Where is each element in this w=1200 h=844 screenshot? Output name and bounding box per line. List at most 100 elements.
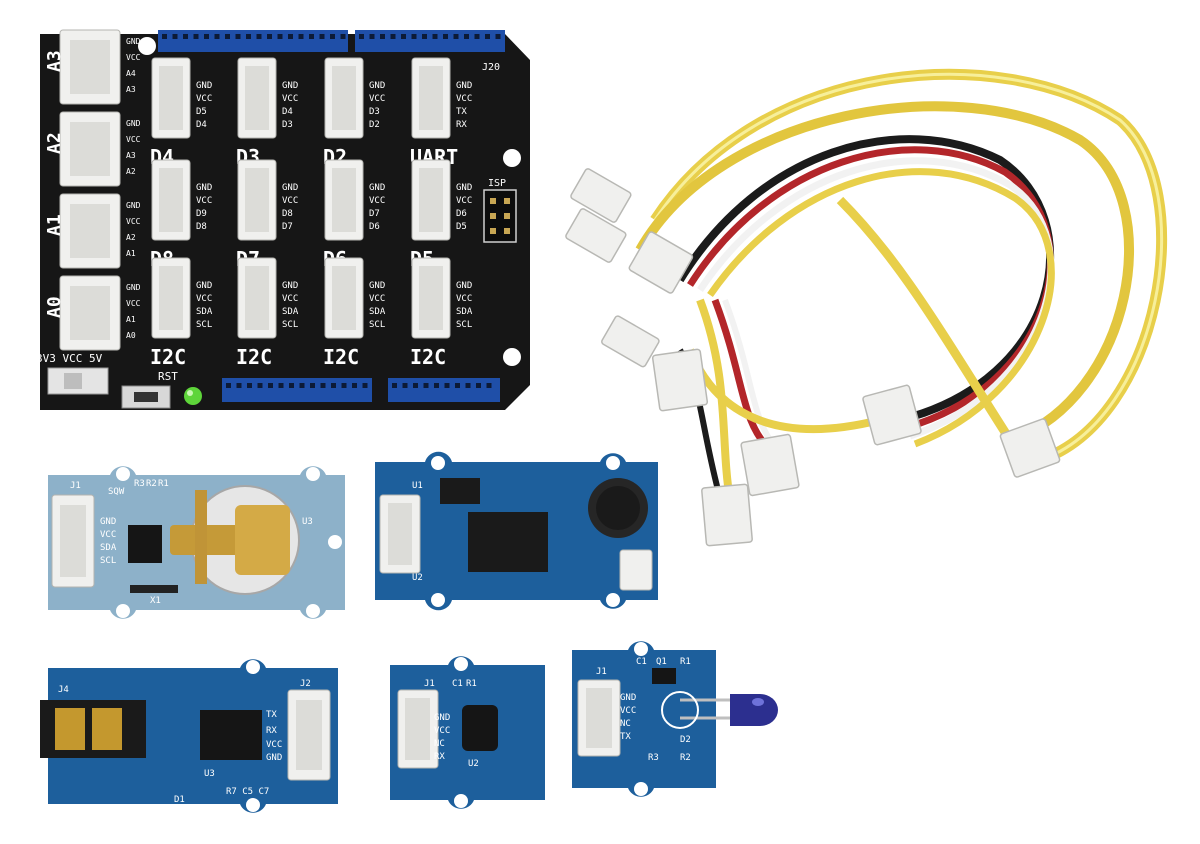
power-switch-label: 3V3 VCC 5V bbox=[36, 352, 103, 365]
header-pin bbox=[288, 34, 293, 39]
rtc-label: VCC bbox=[100, 530, 116, 540]
pin-label: A2 bbox=[126, 233, 136, 242]
header-pin bbox=[485, 34, 490, 39]
pin-label: D6 bbox=[369, 222, 380, 232]
header-pin bbox=[423, 383, 429, 388]
header-pin bbox=[289, 383, 294, 388]
port-d5: D5GNDVCCD6D5 bbox=[410, 159, 472, 271]
header-pin bbox=[225, 34, 230, 39]
port-name: I2C bbox=[410, 345, 446, 369]
ir-emitter-label: GND bbox=[620, 693, 636, 703]
ir-receiver-label: R1 bbox=[466, 679, 477, 689]
pin-label: SCL bbox=[196, 320, 212, 330]
header-pin bbox=[309, 34, 314, 39]
rtc-label: GND bbox=[100, 517, 116, 527]
isp-header bbox=[483, 189, 517, 243]
audio-label: TX bbox=[266, 710, 277, 720]
pin-label: D6 bbox=[456, 209, 467, 219]
header-pin bbox=[402, 383, 408, 388]
audio-label: J4 bbox=[58, 685, 69, 695]
pin-label: GND bbox=[456, 81, 472, 91]
ir-emitter-label: J1 bbox=[596, 667, 607, 677]
grove-socket-inner bbox=[70, 286, 110, 340]
rtc-label: SDA bbox=[100, 543, 117, 553]
ir-receiver-label: J1 bbox=[424, 679, 435, 689]
header-pin bbox=[247, 383, 252, 388]
ir-receiver-label: VCC bbox=[434, 726, 450, 736]
grove-socket-inner bbox=[245, 66, 269, 130]
grove-socket-inner bbox=[332, 266, 356, 330]
pin-label: VCC bbox=[196, 294, 212, 304]
pin-label: VCC bbox=[126, 135, 141, 144]
cable-connectors bbox=[565, 168, 1061, 547]
analog-ports: A3GNDVCCA4A3A2GNDVCCA3A2A1GNDVCCA2A1A0GN… bbox=[44, 29, 141, 351]
port-name: I2C bbox=[236, 345, 272, 369]
header-label-j20: J20 bbox=[482, 62, 500, 73]
header-pin bbox=[298, 34, 304, 39]
analog-port-name: A0 bbox=[44, 296, 65, 318]
grove-socket-inner bbox=[70, 40, 110, 94]
sound-module bbox=[375, 451, 658, 611]
rtc-label: SQW bbox=[108, 487, 125, 497]
rtc-label: U3 bbox=[302, 517, 313, 527]
ir-emitter-label: Q1 bbox=[656, 657, 667, 667]
pin-label: A3 bbox=[126, 151, 136, 160]
port-name: I2C bbox=[323, 345, 359, 369]
digital-ports: D4GNDVCCD5D4D3GNDVCCD4D3D2GNDVCCD3D2UART… bbox=[150, 57, 473, 369]
header-pin bbox=[390, 34, 396, 39]
pin-label: VCC bbox=[456, 94, 472, 104]
header-pin bbox=[486, 383, 492, 388]
audio-label: GND bbox=[266, 753, 282, 763]
header-pin bbox=[495, 34, 501, 39]
pin-label: VCC bbox=[282, 196, 298, 206]
audio-label: D1 bbox=[174, 795, 185, 805]
header-pin bbox=[277, 34, 283, 39]
ir-emitter-module bbox=[572, 641, 778, 797]
top-header-right bbox=[355, 30, 505, 52]
pin-label: GND bbox=[456, 183, 472, 193]
pin-label: A0 bbox=[126, 331, 136, 340]
pin-label: GND bbox=[456, 281, 472, 291]
header-pin bbox=[193, 34, 199, 39]
header-pin bbox=[268, 383, 273, 388]
pin-label: GND bbox=[282, 281, 298, 291]
ir-receiver-module bbox=[390, 656, 545, 809]
pin-label: VCC bbox=[126, 53, 141, 62]
header-pin bbox=[214, 34, 220, 39]
ir-receiver-label: GND bbox=[434, 713, 450, 723]
pin-label: A2 bbox=[126, 167, 136, 176]
header-pin bbox=[465, 383, 471, 388]
header-pin bbox=[172, 34, 178, 39]
header-pin bbox=[331, 383, 336, 388]
grove-socket-inner bbox=[159, 266, 183, 330]
header-pin bbox=[352, 383, 357, 388]
pin-label: VCC bbox=[196, 196, 212, 206]
pin-label: VCC bbox=[369, 294, 385, 304]
pin-label: TX bbox=[456, 107, 467, 117]
header-pin bbox=[411, 34, 417, 39]
sound-main-chip bbox=[468, 512, 548, 572]
ir-emitter-label: VCC bbox=[620, 706, 636, 716]
header-pin bbox=[236, 383, 242, 388]
ir-emitter-label: TX bbox=[620, 732, 631, 742]
header-pin bbox=[204, 34, 209, 39]
audio-module bbox=[40, 659, 338, 813]
pin-label: GND bbox=[196, 183, 212, 193]
rtc-label: J1 bbox=[70, 481, 81, 491]
ir-receiver-sensor bbox=[462, 705, 498, 751]
header-pin bbox=[432, 34, 438, 39]
header-pin bbox=[464, 34, 469, 39]
mic-label: U1 bbox=[412, 481, 423, 491]
header-pin bbox=[183, 34, 188, 39]
pin-label: D8 bbox=[196, 222, 207, 232]
grove-socket-inner bbox=[159, 66, 183, 130]
pin-label: D7 bbox=[282, 222, 293, 232]
header-pin bbox=[256, 34, 262, 39]
pin-label: GND bbox=[126, 201, 141, 210]
audio-label: J2 bbox=[300, 679, 311, 689]
rst-label: RST bbox=[158, 370, 178, 383]
